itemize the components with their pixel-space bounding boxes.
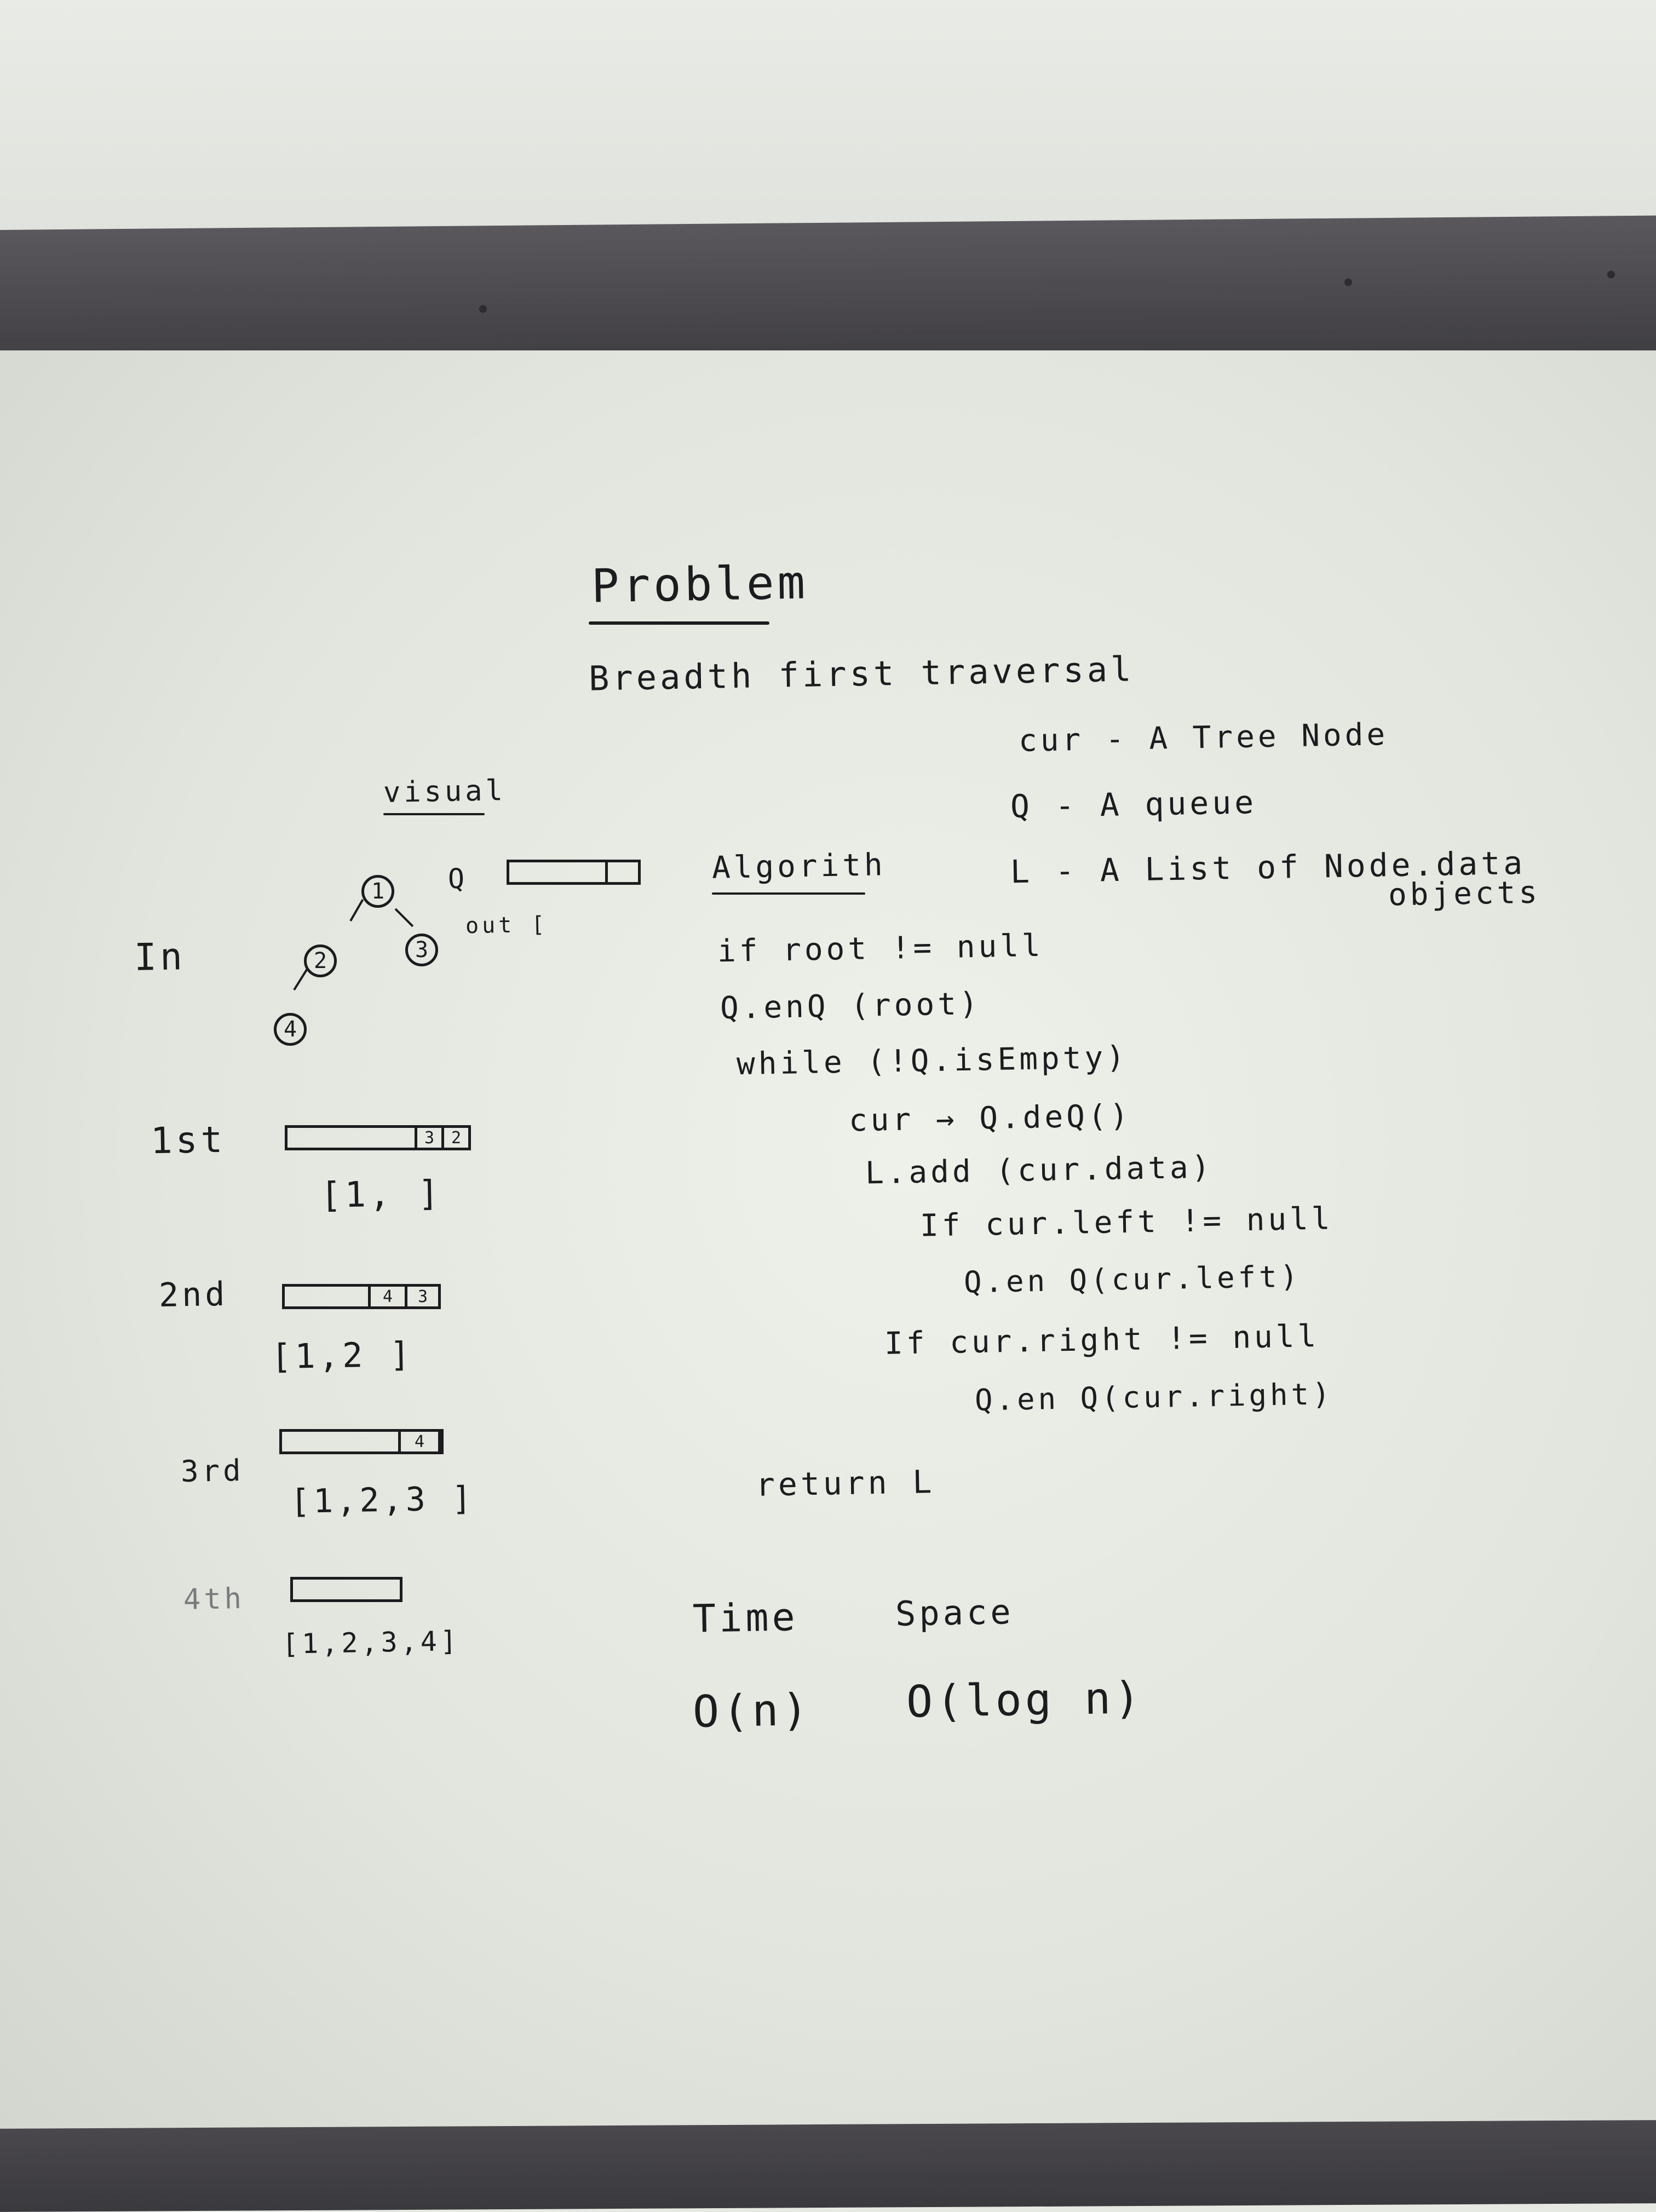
step-label: 4th — [183, 1582, 245, 1616]
wall — [0, 0, 1656, 257]
step-queue: 3 2 — [285, 1125, 471, 1150]
subtitle: Breadth first traversal — [588, 649, 1135, 699]
step-label: 3rd — [180, 1453, 245, 1489]
tree-node-3: 3 — [405, 934, 438, 966]
algorithm-line: Q.en Q(cur.right) — [974, 1376, 1334, 1418]
rail-screw — [1607, 270, 1615, 279]
queue-cell: 3 — [405, 1284, 441, 1309]
algorithm-line: Q.enQ (root) — [720, 986, 982, 1027]
algorithm-line: while (!Q.isEmpty) — [736, 1039, 1129, 1082]
step-label: 1st — [150, 1118, 226, 1162]
step-queue: 4 — [279, 1429, 444, 1454]
in-label: In — [134, 935, 186, 980]
tree-edge — [293, 968, 308, 991]
step-list: [1, ] — [320, 1173, 443, 1216]
queue-cell: 3 — [415, 1125, 444, 1150]
algorithm-line: If cur.left != null — [919, 1201, 1334, 1244]
tree-node-4: 4 — [274, 1013, 307, 1046]
step-queue: 4 3 — [282, 1284, 441, 1309]
step-list: [1,2,3 ] — [290, 1479, 475, 1521]
queue-cell: 4 — [368, 1284, 407, 1309]
legend-cur: cur - A Tree Node — [1018, 717, 1389, 759]
tree-edge — [394, 908, 414, 928]
queue-label: Q — [447, 862, 468, 895]
step-queue — [290, 1577, 403, 1602]
time-label: Time — [692, 1594, 799, 1641]
queue-cell: 2 — [441, 1125, 471, 1150]
algorithm-line: L.add (cur.data) — [865, 1149, 1214, 1191]
tree-node-1: 1 — [361, 875, 394, 908]
tree-node-2: 2 — [304, 944, 337, 977]
rail-screw — [1344, 278, 1352, 286]
time-value: O(n) — [692, 1684, 812, 1737]
space-value: O(log n) — [906, 1672, 1145, 1727]
title-underline — [589, 621, 769, 625]
algorithm-line: Q.en Q(cur.left) — [963, 1259, 1302, 1300]
whiteboard: Problem Breadth first traversal cur - A … — [0, 350, 1656, 2130]
algorithm-return: return L — [755, 1463, 935, 1504]
page-title: Problem — [591, 555, 809, 613]
queue-divider — [605, 860, 608, 885]
algorithm-line: If cur.right != null — [884, 1318, 1320, 1362]
algorithm-line: cur → Q.deQ() — [848, 1098, 1132, 1139]
algorithm-heading: Algorith — [711, 847, 887, 886]
step-list: [1,2 ] — [271, 1334, 414, 1377]
space-label: Space — [895, 1592, 1015, 1634]
bottom-rail — [0, 2120, 1656, 2212]
visual-label: visual — [383, 774, 507, 809]
step-list: [1,2,3,4] — [281, 1625, 461, 1660]
algorithm-line: if root != null — [717, 928, 1044, 970]
queue-diagram — [507, 860, 641, 885]
legend-l-cont: objects — [1388, 874, 1541, 913]
out-label: out [ — [465, 912, 548, 939]
queue-cell: 4 — [398, 1429, 441, 1454]
visual-underline — [383, 813, 485, 815]
tree-edge — [349, 899, 364, 921]
legend-q: Q - A queue — [1010, 784, 1257, 825]
step-label: 2nd — [158, 1275, 228, 1315]
algorithm-underline — [712, 892, 865, 895]
rail-screw — [479, 305, 487, 313]
